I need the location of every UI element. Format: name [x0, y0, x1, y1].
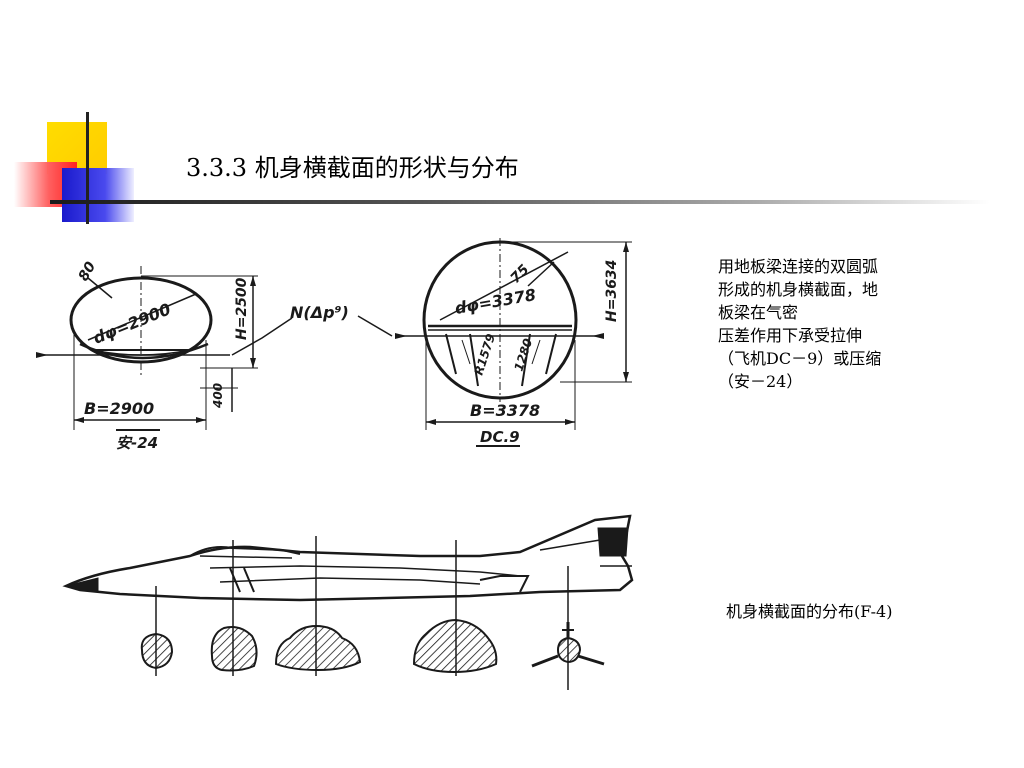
force-leaders — [231, 315, 393, 356]
dc9-dim-height: H=3634 — [604, 260, 620, 322]
an24-dim-height: H=2500 — [234, 277, 250, 340]
an24-dim-width: B=2900 — [84, 399, 154, 418]
description-line: 压差作用下承受拉伸 — [718, 326, 863, 345]
page-title: 3.3.3 机身横截面的形状与分布 — [186, 154, 519, 182]
decor-vertical-line — [86, 112, 89, 224]
dc9-name: DC.9 — [480, 428, 520, 446]
an24-dim-400: 400 — [211, 383, 225, 409]
decor-blue-square — [62, 168, 134, 222]
title-underline — [50, 200, 990, 204]
description-line: （飞机DC－9）或压缩 — [718, 349, 882, 368]
an24-section — [36, 266, 258, 431]
description-line: 用地板梁连接的双圆弧 — [718, 257, 879, 276]
figure-caption: 机身横截面的分布(F-4) — [726, 602, 893, 621]
description-line: （安－24） — [718, 372, 803, 391]
description-text: 用地板梁连接的双圆弧 形成的机身横截面，地 板梁在气密 压差作用下承受拉伸 （飞… — [718, 255, 930, 393]
description-line: 板梁在气密 — [718, 303, 799, 322]
dc9-section — [395, 238, 632, 447]
force-label: N(Δp⁹) — [290, 303, 349, 322]
dc9-dim-width: B=3378 — [470, 401, 540, 420]
an24-name: 安-24 — [116, 434, 158, 452]
description-line: 形成的机身横截面，地 — [718, 280, 879, 299]
